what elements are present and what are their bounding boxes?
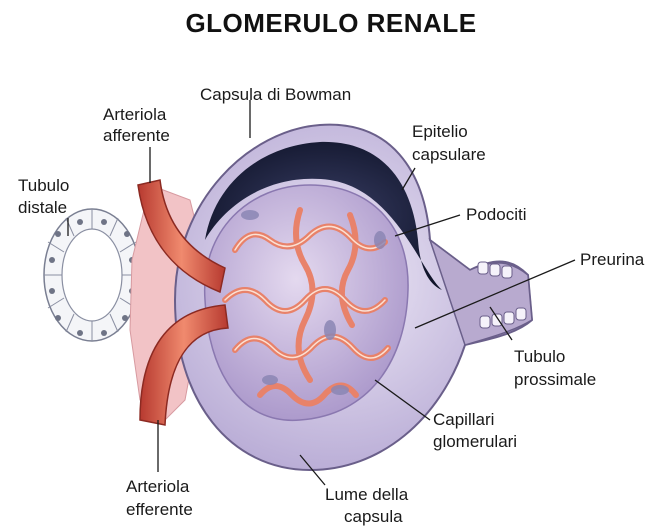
label-arteriola-afferente-1: Arteriola [103, 105, 167, 124]
label-capillari-1: Capillari [433, 410, 494, 429]
label-epitelio-2: capsulare [412, 145, 486, 164]
label-podociti: Podociti [466, 205, 526, 224]
label-tubulo-distale-2: distale [18, 198, 67, 217]
tubulo-distale-shape [44, 209, 140, 341]
label-arteriola-efferente-2: efferente [126, 500, 193, 519]
label-tubulo-distale-1: Tubulo [18, 176, 69, 195]
label-tubulo-prossimale-2: prossimale [514, 370, 596, 389]
label-tubulo-prossimale-1: Tubulo [514, 347, 565, 366]
label-preurina: Preurina [580, 250, 645, 269]
label-lume-2: capsula [344, 507, 403, 526]
label-arteriola-efferente-1: Arteriola [126, 477, 190, 496]
label-arteriola-afferente-2: afferente [103, 126, 170, 145]
label-capillari-2: glomerulari [433, 432, 517, 451]
label-capsula-bowman: Capsula di Bowman [200, 85, 351, 104]
label-lume-1: Lume della [325, 485, 409, 504]
label-epitelio-1: Epitelio [412, 122, 468, 141]
